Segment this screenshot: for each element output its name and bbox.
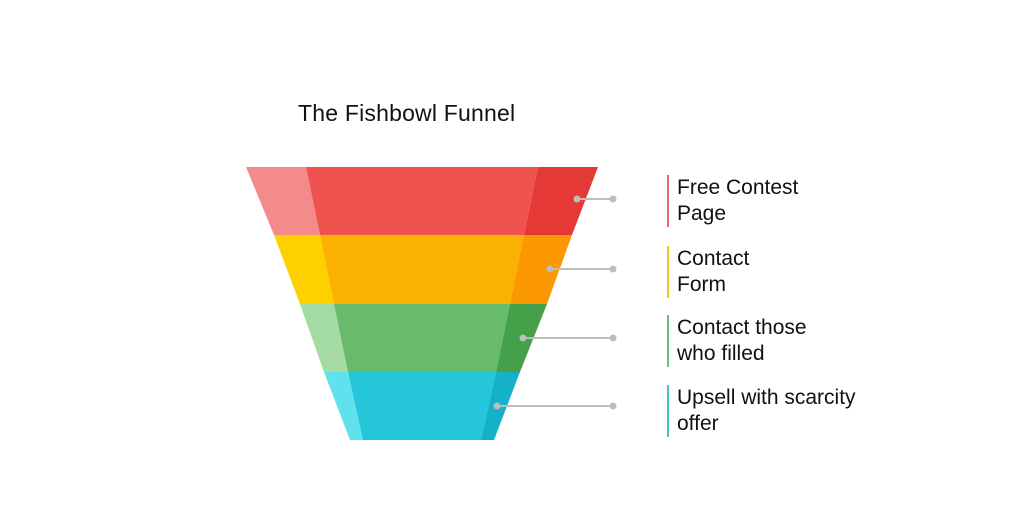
stage-4-left-face (324, 372, 363, 440)
funnel-stage-4 (324, 372, 520, 440)
connector-1-end-dot (609, 195, 617, 203)
funnel-stage-2 (274, 235, 572, 304)
stage-2-center-face (320, 235, 524, 304)
stage-2-right-face (510, 235, 572, 304)
stage-4-label: Upsell with scarcity offer (667, 385, 856, 437)
connector-3 (519, 334, 617, 342)
connector-4-end-dot (609, 402, 617, 410)
stage-2-left-face (274, 235, 334, 304)
connector-4 (493, 402, 617, 410)
connector-3-start-dot (519, 334, 527, 342)
stage-1-right-face (524, 167, 598, 235)
stage-3-label: Contact those who filled (667, 315, 807, 367)
diagram-title: The Fishbowl Funnel (298, 100, 516, 126)
connector-2-end-dot (609, 265, 617, 273)
stage-3-center-face (334, 304, 510, 372)
stage-1-center-face (306, 167, 538, 235)
stage-4-center-face (348, 372, 496, 440)
stage-2-label: Contact Form (667, 246, 749, 298)
stage-1-label: Free Contest Page (667, 175, 798, 227)
stage-3-left-face (300, 304, 348, 372)
connector-1-start-dot (573, 195, 581, 203)
funnel-stage-1 (246, 167, 598, 235)
funnel-stage-3 (300, 304, 547, 372)
connector-2-start-dot (546, 265, 554, 273)
connector-4-start-dot (493, 402, 501, 410)
connector-2 (546, 265, 617, 273)
stage-1-left-face (246, 167, 320, 235)
connector-1 (573, 195, 617, 203)
connector-3-end-dot (609, 334, 617, 342)
